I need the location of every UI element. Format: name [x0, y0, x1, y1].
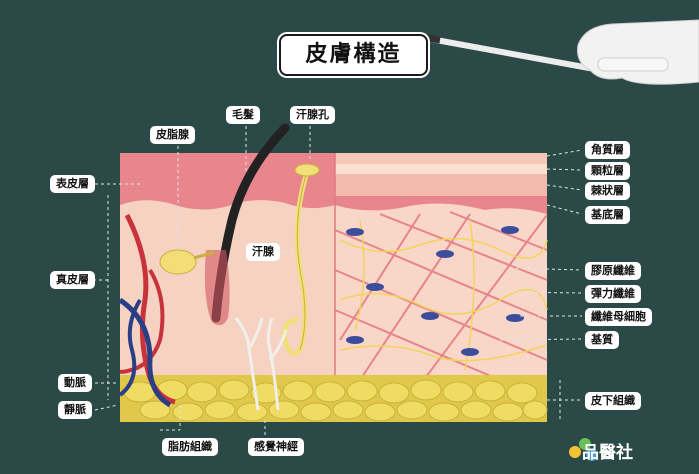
sebaceous-gland: [159, 249, 197, 275]
label-collagen-fiber: 膠原纖維: [585, 262, 641, 280]
page-title: 皮膚構造: [279, 34, 428, 76]
hair-follicle: [204, 250, 230, 326]
label-sweat-pore: 汗腺孔: [290, 106, 335, 124]
elastic-fibers: [339, 219, 548, 371]
stratum-granulosum: [335, 164, 547, 174]
hand-icon: [577, 19, 699, 85]
label-artery: 動脈: [58, 374, 92, 392]
label-subcutaneous: 皮下組織: [585, 392, 641, 410]
label-sweat-gland: 汗腺: [246, 243, 280, 261]
collagen-fibers: [334, 211, 548, 386]
label-vein: 靜脈: [58, 401, 92, 419]
brand-logo: 品醫社: [582, 443, 633, 463]
stratum-spinosum: [335, 174, 547, 196]
label-fibroblast: 纖維母細胞: [585, 308, 652, 326]
label-dermis: 真皮層: [50, 271, 95, 289]
label-sebaceous-gland: 皮脂腺: [150, 126, 195, 144]
label-epidermis: 表皮層: [50, 175, 95, 193]
label-hair: 毛髮: [226, 106, 260, 124]
label-elastic-fiber: 彈力纖維: [585, 285, 641, 303]
label-stratum-granulosum: 顆粒層: [585, 162, 630, 180]
label-stratum-basale: 基底層: [585, 206, 630, 224]
label-stratum-spinosum: 棘狀層: [585, 182, 630, 200]
leader-lines: [94, 120, 583, 438]
fibroblasts: [346, 226, 524, 356]
label-adipose-tissue: 脂肪組織: [162, 438, 218, 456]
hand-finger: [597, 57, 669, 72]
pointer-stick: [424, 35, 601, 73]
sweat-pore: [294, 163, 320, 177]
stratum-basale: [335, 196, 547, 214]
label-matrix: 基質: [585, 331, 619, 349]
sensory-nerve: [234, 317, 288, 411]
fat-cells: [123, 379, 548, 422]
label-stratum-corneum: 角質層: [585, 141, 630, 159]
stratum-corneum: [335, 153, 547, 164]
epidermis-left: [120, 153, 335, 210]
label-sensory-nerve: 感覺神經: [248, 438, 304, 456]
